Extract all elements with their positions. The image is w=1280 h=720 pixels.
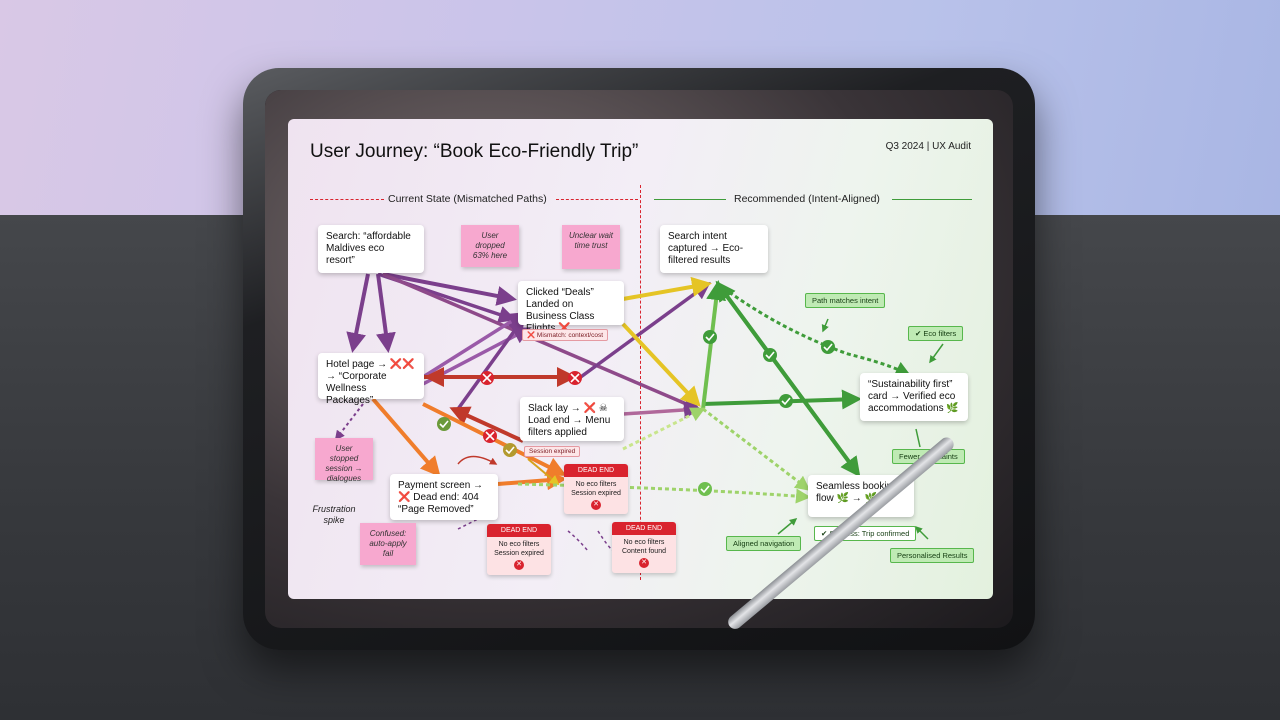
journey-map-sheet: User Journey: “Book Eco-Friendly Trip” Q… [288,119,993,599]
dead-end-line: No eco filters [575,481,617,488]
mismatch-tag: ❌ Mismatch: context/cost [522,329,609,341]
dead-end-line: No eco filters [498,541,540,548]
sticky-note: Confused: auto-apply fail [360,523,416,565]
dead-end-card: DEAD END No eco filters Session expired … [564,464,628,514]
close-icon: ✕ [639,558,649,568]
path-matches-tag: Path matches intent [805,293,886,308]
close-icon: ✕ [514,560,524,570]
current-section-line [310,199,384,200]
node-hotel: Hotel page → ❌❌ → “Corporate Wellness Pa… [318,353,424,406]
sticky-note: User stopped session → dialogues [315,438,373,483]
check-marker [437,417,451,431]
audit-meta: Q3 2024 | UX Audit [885,141,971,152]
sticky-note: User dropped 63% here [461,225,519,267]
x-marker [568,371,582,385]
dead-end-line: Session expired [494,550,544,557]
node-deals: Clicked “Deals” Landed on Business Class… [518,281,624,334]
dead-end-label: DEAD END [487,524,551,537]
current-section-label: Current State (Mismatched Paths) [388,193,547,205]
dead-end-label: DEAD END [564,464,628,477]
dead-end-label: DEAD END [612,522,676,535]
node-search-intent: Search intent captured → Eco-filtered re… [660,225,768,273]
journey-arrows [334,272,944,552]
dead-end-card: DEAD END No eco filters Session expired … [487,524,551,575]
check-marker [763,348,777,362]
success-check-markers [437,330,835,496]
personalised-results-tag: Personalised Results [890,548,975,563]
dead-end-line: No eco filters [623,539,665,546]
check-marker [779,394,793,408]
check-marker [698,482,712,496]
session-expired-tag: Session expired [524,446,581,457]
mismatch-x-markers [480,371,582,443]
check-marker [821,340,835,354]
node-payment: Payment screen → ❌ Dead end: 404 “Page R… [390,474,498,520]
recommended-section-line [654,199,726,200]
frustration-label: Frustration spike [312,504,356,525]
dead-end-card: DEAD END No eco filters Content found ✕ [612,522,676,573]
check-marker [703,330,717,344]
eco-filters-tag: ✔ Eco filters [908,326,964,341]
aligned-navigation-tag: Aligned navigation [726,536,802,551]
current-section-line-right [556,199,638,200]
mismatched-paths [334,272,712,552]
node-search: Search: “affordable Maldives eco resort” [318,225,424,273]
sticky-note: Unclear wait time trust [562,225,620,269]
x-marker [483,429,497,443]
node-slack: Slack lay → ❌ ☠ Load end → Menu filters … [520,397,624,441]
recommended-section-line-right [892,199,972,200]
dead-end-line: Content found [622,548,666,555]
node-sustainability: “Sustainability first” card → Verified e… [860,373,968,421]
check-marker [503,443,517,457]
x-marker [480,371,494,385]
page-title: User Journey: “Book Eco-Friendly Trip” [310,141,639,162]
close-icon: ✕ [591,500,601,510]
recommended-section-label: Recommended (Intent-Aligned) [734,193,880,205]
dead-end-line: Session expired [571,490,621,497]
